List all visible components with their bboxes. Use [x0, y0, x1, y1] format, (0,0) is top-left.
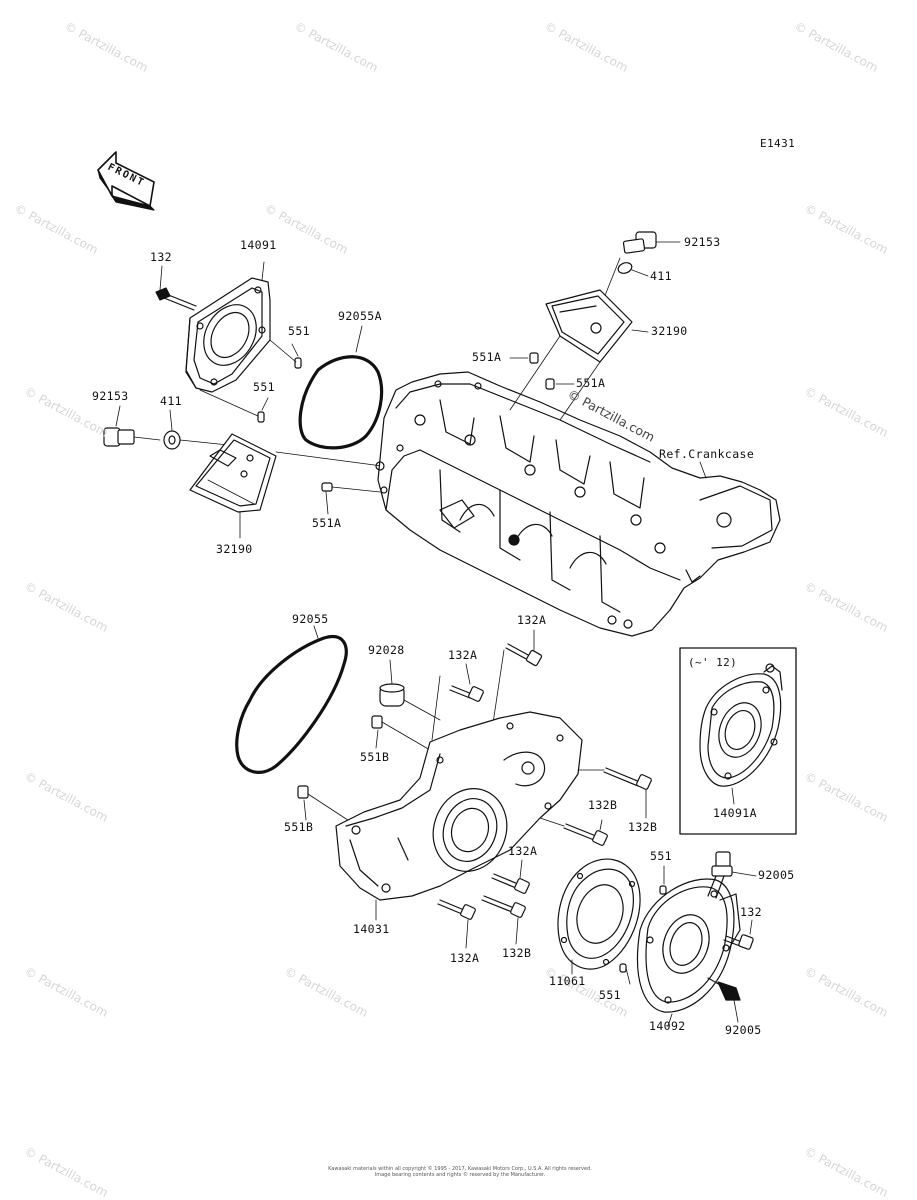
part-label: 551A	[472, 350, 502, 364]
part-label: 92005	[758, 868, 795, 882]
cover-14092	[636, 878, 741, 1027]
pin-551-icon	[257, 411, 265, 423]
part-label: 132B	[588, 798, 618, 812]
fitting-92005-bottom-icon	[707, 977, 741, 1023]
bolt-92153-right-icon	[603, 231, 681, 299]
part-label: 132B	[502, 946, 532, 960]
part-label: 551B	[284, 820, 314, 834]
inset-title: (~' 12)	[688, 656, 738, 669]
part-label: 132	[150, 250, 172, 264]
part-label: 11061	[549, 974, 586, 988]
bolt-132A-icon	[491, 629, 543, 731]
part-label: 32190	[216, 542, 253, 556]
part-label: 92055	[292, 612, 329, 626]
pin-551-icon	[619, 963, 627, 973]
bolt-132B-icon	[539, 817, 608, 846]
part-label: 551	[599, 988, 621, 1002]
inset-box	[679, 647, 797, 835]
dowel-551B-icon	[297, 785, 309, 799]
cover-14091	[185, 261, 271, 393]
bolt-132-icon	[155, 265, 197, 311]
bolt-132A-icon	[491, 859, 530, 894]
bracket-32190-right	[509, 289, 649, 421]
part-label: 551A	[576, 376, 606, 390]
ref-crankcase-label: Ref.Crankcase	[659, 447, 755, 461]
gasket-92055A	[298, 355, 384, 450]
dowel-551A-icon	[529, 352, 539, 364]
crankcase-ref	[375, 371, 781, 637]
part-label: 551B	[360, 750, 390, 764]
part-label: 32190	[651, 324, 688, 338]
part-label: 411	[160, 394, 182, 408]
part-label: 92055A	[338, 309, 382, 323]
part-label: 132A	[450, 951, 480, 965]
footer-copyright: Kawasaki materials within all copyright …	[310, 1166, 610, 1178]
gasket-11061	[557, 858, 641, 975]
part-label: 551	[288, 324, 310, 338]
part-label: 14092	[649, 1019, 686, 1033]
washer-411-left-icon	[163, 409, 239, 450]
part-label: 14091A	[713, 806, 757, 820]
bolt-92153-left-icon	[103, 405, 161, 447]
dowel-551A-icon	[321, 482, 333, 492]
bolt-132A-icon	[437, 899, 476, 949]
part-label: 411	[650, 269, 672, 283]
part-label: 92153	[684, 235, 721, 249]
bolt-132B-icon	[577, 767, 652, 819]
part-label: 92028	[368, 643, 405, 657]
washer-411-right-icon	[617, 262, 649, 277]
bolt-132A-icon	[431, 663, 484, 741]
part-label: 132	[740, 905, 762, 919]
bushing-92028-icon	[379, 659, 441, 721]
footer-line: Kawasaki materials within all copyright …	[328, 1166, 592, 1172]
part-label: 132B	[628, 820, 658, 834]
dowel-551A-icon	[545, 378, 555, 390]
part-label: 14091	[240, 238, 277, 252]
footer-line: Image bearing contents and rights © rese…	[374, 1172, 546, 1178]
part-label: 14031	[353, 922, 390, 936]
part-label: 551	[253, 380, 275, 394]
gasket-92055	[235, 635, 348, 774]
bolt-132-icon	[723, 919, 754, 950]
part-label: 551A	[312, 516, 342, 530]
bolt-132B-icon	[481, 895, 526, 945]
part-label: 92153	[92, 389, 129, 403]
part-label: 92005	[725, 1023, 762, 1037]
dowel-551B-icon	[371, 715, 383, 729]
bracket-32190-left	[189, 433, 383, 539]
part-label: 551	[650, 849, 672, 863]
fitting-92005-top-icon	[707, 851, 757, 899]
diagram-code: E1431	[760, 137, 796, 150]
pin-551-icon	[294, 357, 302, 369]
housing-14031	[335, 711, 583, 921]
part-label: 132A	[517, 613, 547, 627]
front-arrow-icon	[97, 151, 155, 211]
pin-551-icon	[659, 885, 667, 895]
part-label: 132A	[448, 648, 478, 662]
part-label: 132A	[508, 844, 538, 858]
